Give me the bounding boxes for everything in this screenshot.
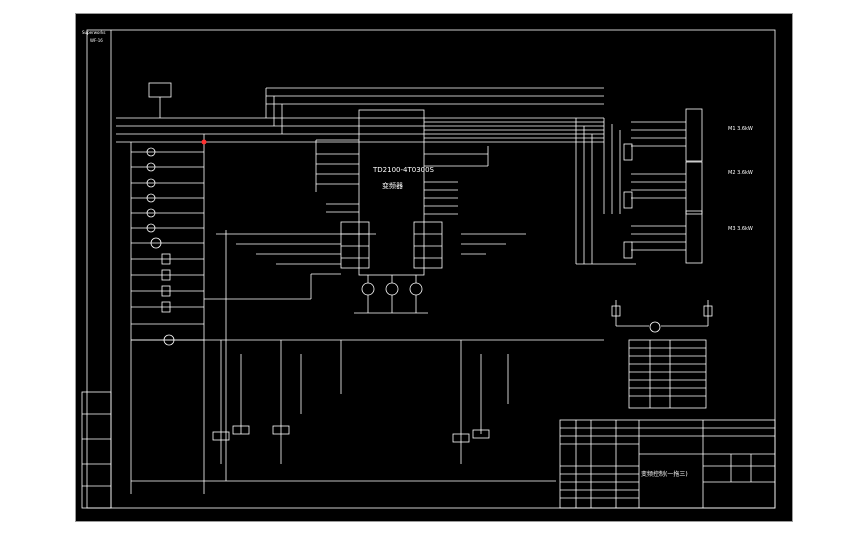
indicator-lamp (385, 282, 399, 296)
left-title-column (81, 391, 112, 509)
meter-symbol (649, 321, 661, 333)
motor-branch-3 (575, 210, 703, 265)
title-block (559, 419, 776, 509)
inner-frame (86, 29, 776, 509)
motor-1-terminal (685, 108, 703, 162)
contactor-coil (472, 429, 490, 439)
indicator-lamp (409, 282, 423, 296)
motor-3-label: M3 3.6kW (728, 226, 753, 232)
contactor-coil (212, 431, 230, 441)
motor-2-terminal (685, 161, 703, 215)
vfd-name-label: 变频器 (382, 181, 403, 190)
voltmeter-box (148, 82, 172, 98)
motor-2-label: M2 3.6kW (728, 170, 753, 176)
vfd-model-label: TD2100-4T0300S (372, 166, 435, 174)
corner-note-bottom: WF-16 (90, 38, 103, 43)
indicator-lamp (361, 282, 375, 296)
motor-branch-1 (575, 108, 703, 214)
drawing-sheet: TD2100-4T0300S 变频器 M1 3.6kW M2 3.6kW M3 … (75, 13, 793, 522)
vfd-block (358, 109, 425, 276)
title-block-name: 变频控制(一拖三) (641, 470, 688, 478)
red-marker (201, 139, 207, 145)
motor-3-terminal (685, 210, 703, 264)
contactor-coil (232, 425, 250, 435)
motor-branch-2 (575, 161, 703, 244)
corner-note-top: Superworks (82, 30, 105, 35)
legend-table (628, 339, 707, 409)
contactor-coil (272, 425, 290, 435)
contactor-coil (452, 433, 470, 443)
motor-1-label: M1 3.6kW (728, 126, 753, 132)
schematic-svg: TD2100-4T0300S 变频器 M1 3.6kW M2 3.6kW M3 … (81, 29, 776, 509)
